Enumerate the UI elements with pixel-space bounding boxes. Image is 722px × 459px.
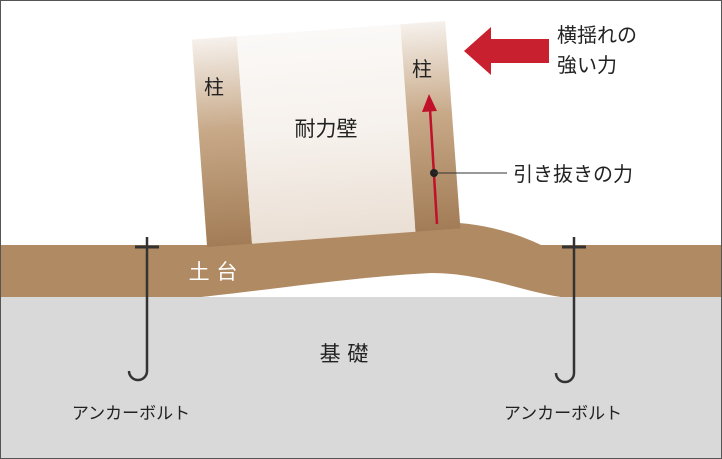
force-label-line1: 横揺れの	[557, 23, 637, 47]
pillar-left	[191, 36, 252, 248]
left-arrow-icon	[464, 27, 549, 75]
force-label-line2: 強い力	[557, 53, 617, 77]
sill-label: 土 台	[189, 260, 238, 284]
foundation-label: 基 礎	[320, 342, 369, 366]
shear-wall-panel	[236, 24, 416, 244]
pillar-left-label: 柱	[204, 75, 224, 99]
foundation-block	[1, 297, 721, 458]
anchor-label-right: アンカーボルト	[504, 404, 622, 424]
anchor-bolt-icon	[554, 237, 586, 384]
anchor-bolt-icon	[127, 237, 159, 382]
up-arrow-icon	[422, 94, 439, 225]
shear-wall-label: 耐力壁	[295, 117, 358, 141]
anchor-label-left: アンカーボルト	[72, 404, 190, 424]
pullout-label: 引き抜きの力	[513, 162, 633, 186]
sill-beam	[1, 222, 721, 297]
pillar-right-label: 柱	[412, 57, 432, 81]
